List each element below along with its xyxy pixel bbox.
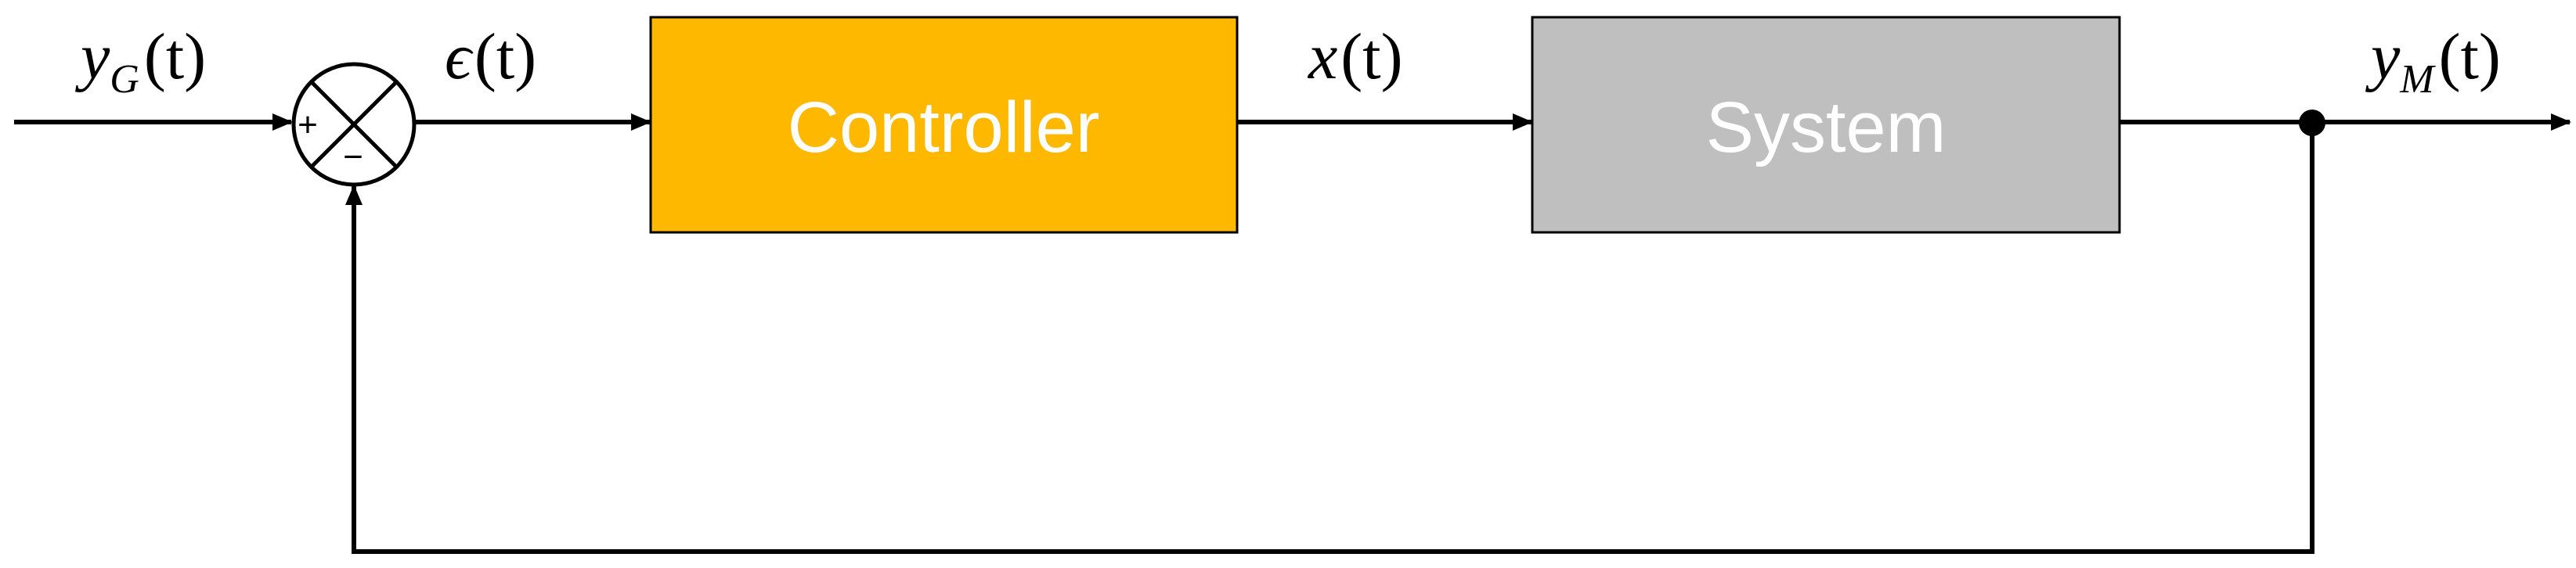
feedback-path [345, 123, 2314, 554]
system-block: System [1531, 16, 2121, 234]
reference-subscript: G [110, 57, 139, 102]
output-subscript: M [2399, 57, 2436, 102]
output-signal-label: yM(t) [2365, 20, 2501, 102]
controller-label: Controller [788, 88, 1100, 167]
error-argument: (t) [474, 20, 536, 93]
controller-box [649, 16, 1239, 234]
control-signal-label: x(t) [1307, 20, 1403, 93]
reference-argument: (t) [144, 20, 206, 93]
output-symbol: y [2365, 20, 2401, 93]
error-signal-label: ϵ(t) [445, 20, 536, 93]
controller-block: Controller [649, 16, 1239, 234]
reference-signal-label: yG(t) [74, 20, 206, 102]
control-argument: (t) [1340, 20, 1402, 93]
output-argument: (t) [2439, 20, 2501, 93]
error-symbol: ϵ [445, 20, 474, 93]
plus-sign: + [298, 106, 318, 144]
system-label: System [1706, 88, 1946, 167]
minus-sign: − [343, 138, 363, 176]
reference-symbol: y [74, 20, 110, 93]
system-box [1531, 16, 2121, 234]
summing-junction: + − [291, 62, 417, 187]
control-symbol: x [1307, 20, 1337, 93]
